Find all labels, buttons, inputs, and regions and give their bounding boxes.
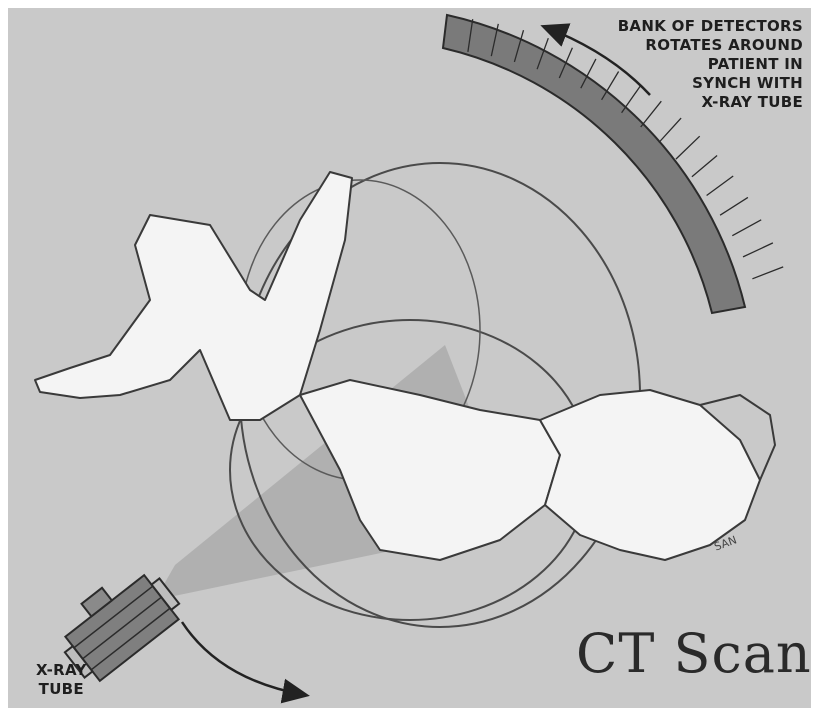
diagram-title: CT Scan xyxy=(576,622,812,685)
tube-caption-line: TUBE xyxy=(36,680,87,699)
detector-caption-line: ROTATES AROUND xyxy=(618,36,803,55)
tube-caption: X-RAY TUBE xyxy=(36,661,87,699)
tube-caption-line: X-RAY xyxy=(36,661,87,680)
detector-caption: BANK OF DETECTORS ROTATES AROUND PATIENT… xyxy=(618,17,803,112)
detector-caption-line: BANK OF DETECTORS xyxy=(618,17,803,36)
detector-caption-line: X-RAY TUBE xyxy=(618,93,803,112)
detector-caption-line: SYNCH WITH xyxy=(618,74,803,93)
detector-caption-line: PATIENT IN xyxy=(618,55,803,74)
